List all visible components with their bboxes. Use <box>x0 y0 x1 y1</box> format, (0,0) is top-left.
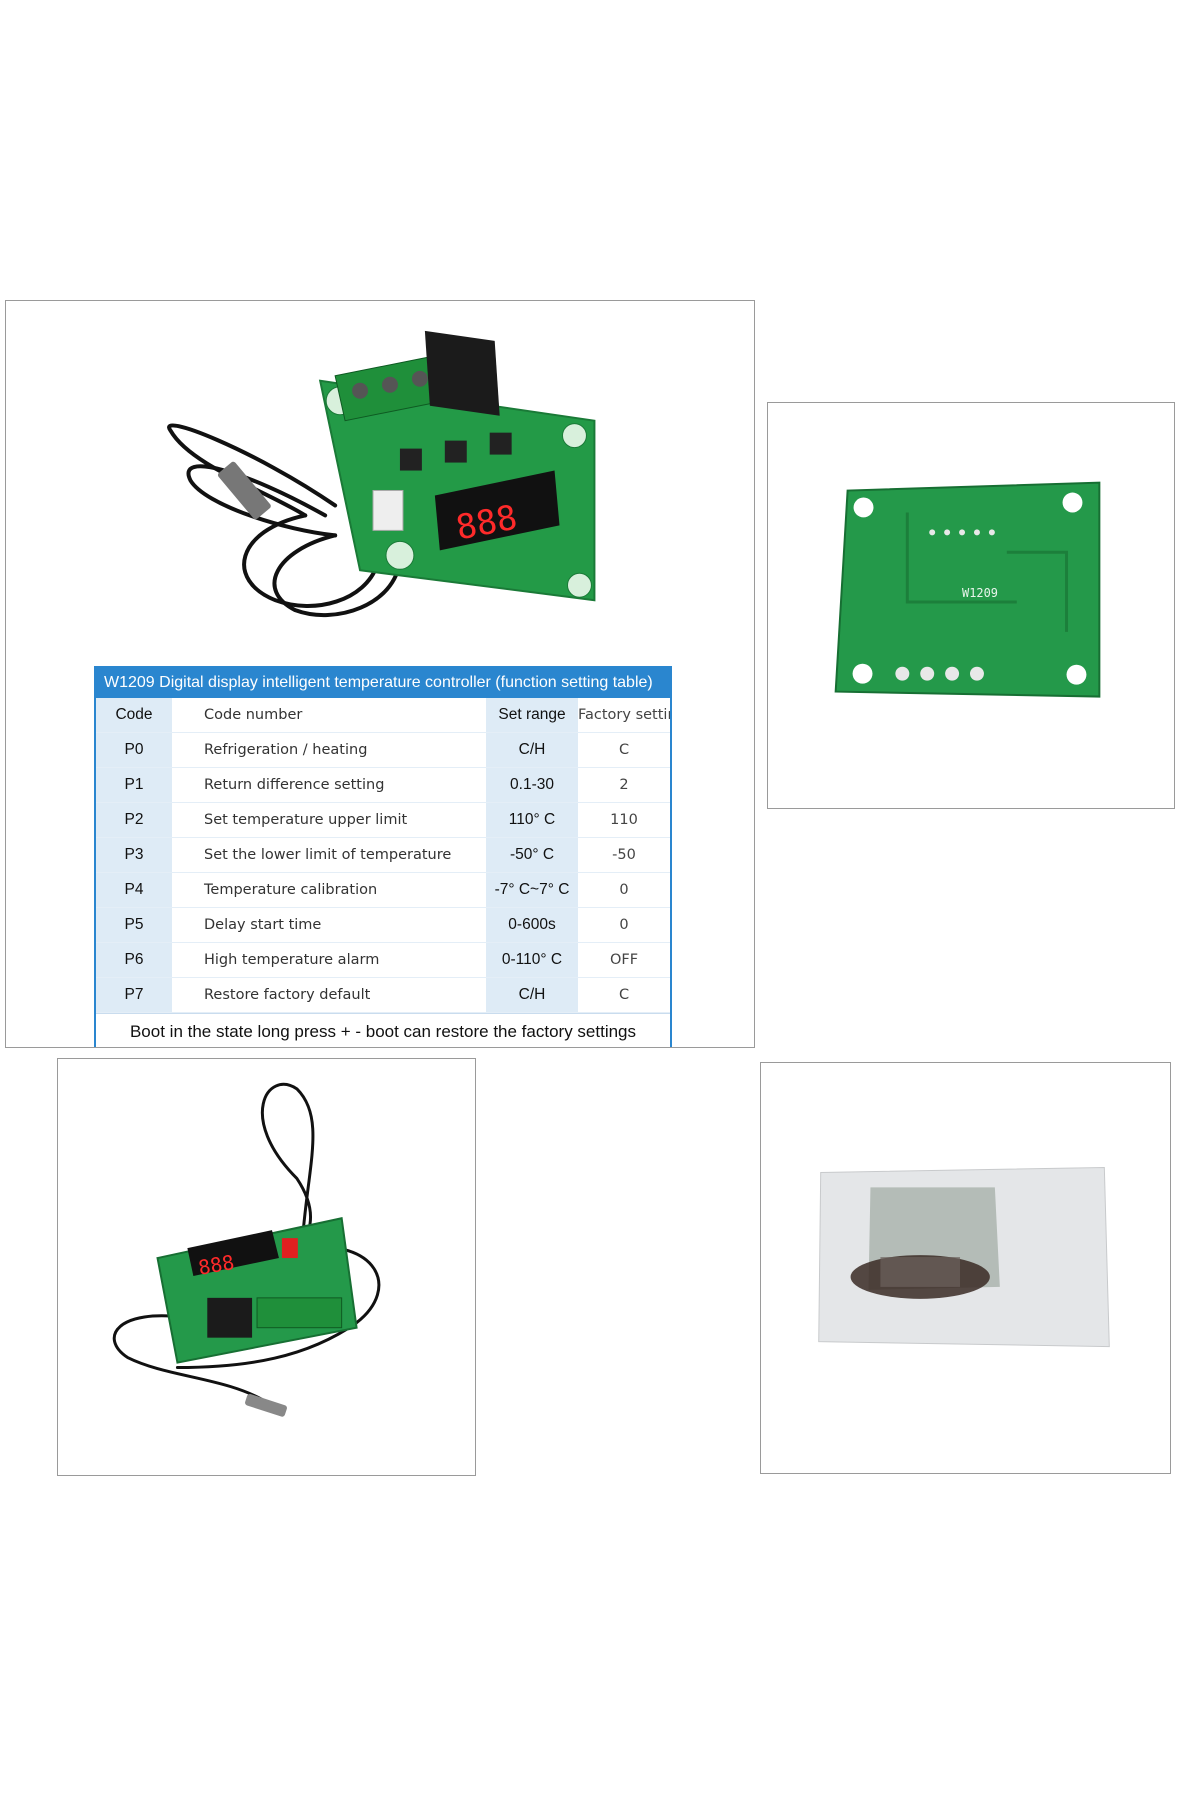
table-footer-note: Boot in the state long press + - boot ca… <box>96 1013 670 1047</box>
table-row: P4 Temperature calibration -7° C~7° C 0 <box>96 872 670 908</box>
row-range: 0-110° C <box>486 942 578 978</box>
row-code: P1 <box>96 767 172 803</box>
product-panel-probe: 888 <box>57 1058 476 1476</box>
row-name: Set temperature upper limit <box>172 802 486 838</box>
row-factory: C <box>578 977 670 1013</box>
board-with-probe-photo: 888 <box>112 1082 381 1417</box>
settings-table: Code Code number Set range Factory setti… <box>96 698 670 1013</box>
row-code: P2 <box>96 802 172 838</box>
row-code: P0 <box>96 732 172 768</box>
header-factory-setting: Factory setting <box>578 698 670 733</box>
table-row: P7 Restore factory default C/H C <box>96 977 670 1013</box>
header-code: Code <box>96 698 172 733</box>
header-set-range: Set range <box>486 698 578 733</box>
table-row: P5 Delay start time 0-600s 0 <box>96 907 670 943</box>
row-factory: 2 <box>578 767 670 803</box>
row-factory: C <box>578 732 670 768</box>
row-range: -7° C~7° C <box>486 872 578 908</box>
row-name: Return difference setting <box>172 767 486 803</box>
row-factory: -50 <box>578 837 670 873</box>
table-header-row: Code Code number Set range Factory setti… <box>96 698 670 733</box>
board-model-label: W1209 <box>962 586 998 600</box>
row-range: 110° C <box>486 802 578 838</box>
product-panel-back: W1209 <box>767 402 1175 809</box>
row-factory: 110 <box>578 802 670 838</box>
row-range: 0.1-30 <box>486 767 578 803</box>
table-row: P2 Set temperature upper limit 110° C 11… <box>96 802 670 838</box>
product-panel-package <box>760 1062 1171 1474</box>
row-name: Set the lower limit of temperature <box>172 837 486 873</box>
row-code: P4 <box>96 872 172 908</box>
row-code: P6 <box>96 942 172 978</box>
product-panel-main: 888 W1209 Digital display intelligent te… <box>5 300 755 1048</box>
row-factory: 0 <box>578 907 670 943</box>
table-row: P3 Set the lower limit of temperature -5… <box>96 837 670 873</box>
board-back-photo: W1209 <box>834 481 1101 698</box>
row-factory: OFF <box>578 942 670 978</box>
table-title: W1209 Digital display intelligent temper… <box>96 668 670 698</box>
table-row: P1 Return difference setting 0.1-30 2 <box>96 767 670 803</box>
row-name: Delay start time <box>172 907 486 943</box>
packaged-board-photo <box>818 1166 1110 1348</box>
row-code: P3 <box>96 837 172 873</box>
row-code: P7 <box>96 977 172 1013</box>
row-range: -50° C <box>486 837 578 873</box>
function-setting-table: W1209 Digital display intelligent temper… <box>94 666 672 1047</box>
table-row: P0 Refrigeration / heating C/H C <box>96 732 670 768</box>
row-name: High temperature alarm <box>172 942 486 978</box>
row-factory: 0 <box>578 872 670 908</box>
board-front-photo: 888 <box>167 330 596 618</box>
row-name: Refrigeration / heating <box>172 732 486 768</box>
row-range: 0-600s <box>486 907 578 943</box>
row-range: C/H <box>486 732 578 768</box>
row-code: P5 <box>96 907 172 943</box>
table-row: P6 High temperature alarm 0-110° C OFF <box>96 942 670 978</box>
row-name: Temperature calibration <box>172 872 486 908</box>
row-range: C/H <box>486 977 578 1013</box>
header-code-number: Code number <box>172 698 486 733</box>
row-name: Restore factory default <box>172 977 486 1013</box>
